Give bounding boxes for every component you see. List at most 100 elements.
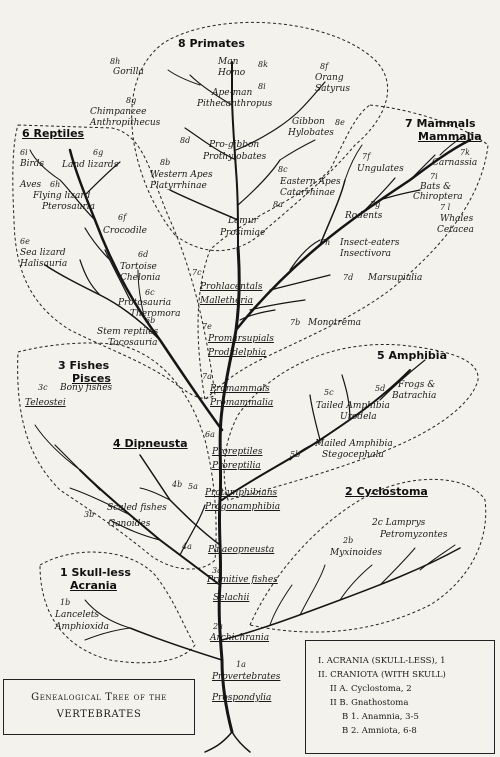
label-catarrhinae: Catarrhinae bbox=[280, 188, 336, 198]
label-batrachia: Batrachia bbox=[392, 391, 437, 401]
code-7b: 7b bbox=[290, 318, 301, 327]
code-2a: 2a bbox=[213, 622, 223, 631]
label-promarsupials: Promarsupials bbox=[208, 334, 274, 344]
code-8c: 8c bbox=[278, 165, 288, 174]
label-gorilla: Gorilla bbox=[113, 67, 144, 77]
group-label-reptiles: 6 Reptiles bbox=[22, 127, 85, 140]
label-man: Man bbox=[218, 57, 239, 67]
label-prothylobates: Prothylobates bbox=[203, 152, 267, 162]
label-prospondylia: Prospondylia bbox=[212, 693, 272, 703]
code-7c: 7c bbox=[192, 268, 202, 277]
title-box: Genealogical Tree of the VERTEBRATES bbox=[3, 679, 195, 735]
code-6i: 6i bbox=[20, 148, 28, 157]
code-3b: 3b bbox=[84, 510, 95, 519]
group-label-primates: 8 Primates bbox=[178, 37, 245, 50]
group-boundaries bbox=[12, 21, 489, 664]
label-bony-fishes: Bony fishes bbox=[60, 383, 113, 393]
group-label-pisces: Pisces bbox=[72, 372, 111, 385]
label-frogs: Frogs & bbox=[398, 380, 436, 390]
code-8g: 8g bbox=[126, 96, 137, 105]
code-8i: 8i bbox=[258, 82, 266, 91]
label-tocosauria: Tocosauria bbox=[108, 338, 158, 348]
code-5d: 5d bbox=[375, 384, 386, 393]
label-proreptilia: Proreptilia bbox=[212, 461, 261, 471]
code-7a: 7a bbox=[202, 372, 212, 381]
label-mailed-amphibia: Mailed Amphibia bbox=[315, 439, 393, 449]
code-7h: 7h bbox=[320, 238, 331, 247]
code-2b: 2b bbox=[343, 536, 354, 545]
label-platyrrhinae: Platyrrhinae bbox=[150, 181, 207, 191]
code-5c: 5c bbox=[324, 388, 334, 397]
code-8a: 8a bbox=[273, 200, 283, 209]
label-ape-man: Ape-man bbox=[212, 88, 253, 98]
code-8e: 8e bbox=[335, 118, 345, 127]
boundary-acrania bbox=[39, 551, 196, 664]
legend-cyclostoma: II A. Cyclostoma, 2 bbox=[330, 684, 412, 694]
code-5b: 5b bbox=[290, 450, 301, 459]
code-8h: 8h bbox=[110, 57, 121, 66]
label-petromyzontes: Petromyzontes bbox=[380, 530, 448, 540]
boundary-reptiles bbox=[12, 124, 216, 399]
code-1a: 1a bbox=[236, 660, 246, 669]
label-tortoise: Tortoise bbox=[120, 262, 157, 272]
label-proreptiles: Proreptiles bbox=[212, 447, 263, 457]
label-satyrus: Satyrus bbox=[315, 84, 350, 94]
label-ganoides: Ganoides bbox=[108, 519, 151, 529]
label-chiroptera: Chiroptera bbox=[413, 192, 463, 202]
boundary-cyclostoma bbox=[249, 478, 487, 633]
code-8d: 8d bbox=[180, 136, 191, 145]
code-3c: 3c bbox=[38, 383, 48, 392]
code-7i: 7i bbox=[430, 172, 438, 181]
label-whales: Whales bbox=[440, 214, 474, 224]
label-carnassia: Carnassia bbox=[432, 158, 478, 168]
code-7e: 7e bbox=[202, 322, 212, 331]
code-4a: 4a bbox=[182, 542, 192, 551]
label-pterosauria: Pterosauria bbox=[42, 202, 96, 212]
label-gibbon: Gibbon bbox=[292, 117, 325, 127]
label-hylobates: Hylobates bbox=[288, 128, 334, 138]
group-label-acrania: Acrania bbox=[70, 579, 117, 592]
code-7d: 7d bbox=[343, 273, 354, 282]
legend-box: I. ACRANIA (SKULL-LESS), 1 II. CRANIOTA … bbox=[305, 640, 495, 754]
code-6e: 6e bbox=[20, 237, 30, 246]
legend-anamnia: B 1. Anamnia, 3-5 bbox=[342, 712, 419, 722]
label-ungulates: Ungulates bbox=[357, 164, 404, 174]
label-halisauria: Halisauria bbox=[20, 259, 68, 269]
group-label-fishes: 3 Fishes bbox=[58, 359, 110, 372]
label-teleostei: Teleostei bbox=[25, 398, 66, 408]
label-orang: Orang bbox=[315, 73, 344, 83]
label-crocodile: Crocodile bbox=[103, 226, 147, 236]
legend-acrania: I. ACRANIA (SKULL-LESS), 1 bbox=[318, 656, 446, 666]
label-chimpanzee: Chimpanzee bbox=[90, 107, 147, 117]
label-prohlacentals: Prohlacentals bbox=[200, 282, 263, 292]
label-rodents: Rodents bbox=[345, 211, 383, 221]
label-tailed-amphibia: Tailed Amphibia bbox=[316, 401, 390, 411]
tree-branches bbox=[29, 61, 472, 753]
label-bats: Bats & bbox=[420, 182, 452, 192]
label-eastern-apes: Eastern Apes bbox=[280, 177, 341, 187]
label-cetacea: Cetacea bbox=[437, 225, 474, 235]
group-label-mammals: 7 Mammals bbox=[405, 117, 476, 130]
code-6b: 6b bbox=[145, 316, 156, 325]
code-6f: 6f bbox=[118, 213, 127, 222]
label-flying-lizard: Flying lizard bbox=[33, 191, 91, 201]
label-urodela: Urodela bbox=[340, 412, 377, 422]
label-prosimiae: Prosimiae bbox=[220, 228, 266, 238]
label-palaeopneusta: Palaeopneusta bbox=[208, 545, 275, 555]
label-monotrema: Monotrema bbox=[308, 318, 361, 328]
code-8k: 8k bbox=[258, 60, 268, 69]
label-prodidelphia: Prodidelphia bbox=[208, 348, 267, 358]
code-8b: 8b bbox=[160, 158, 171, 167]
label-protosauria: Protosauria bbox=[118, 298, 172, 308]
label-myxinoides: Myxinoides bbox=[330, 548, 383, 558]
code-6c: 6c bbox=[145, 288, 155, 297]
label-pro-gibbon: Pro-gibbon bbox=[209, 140, 260, 150]
code-5a: 5a bbox=[188, 482, 198, 491]
label-aves: Aves bbox=[20, 180, 42, 190]
group-label-cyclostoma: 2 Cyclostoma bbox=[345, 485, 428, 498]
code-7k: 7k bbox=[460, 148, 470, 157]
code-7f: 7f bbox=[362, 152, 371, 161]
label-anthropithecus: Anthropithecus bbox=[90, 118, 161, 128]
label-provertebrates: Provertebrates bbox=[212, 672, 281, 682]
code-6g: 6g bbox=[93, 148, 104, 157]
